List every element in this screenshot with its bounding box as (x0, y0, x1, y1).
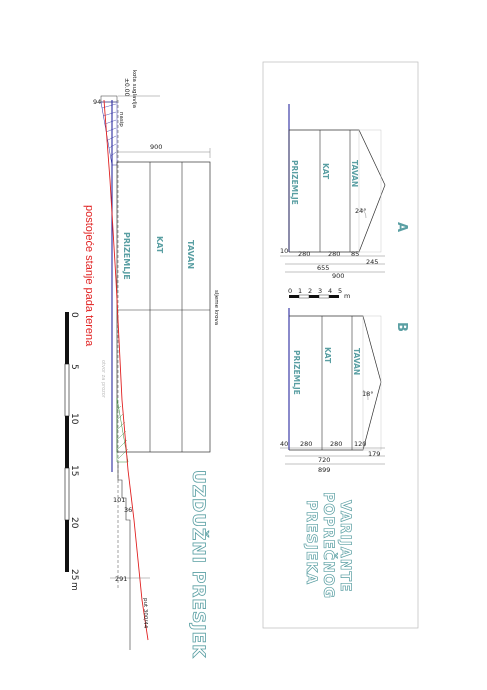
variant-a-dim-245: 245 (366, 258, 378, 266)
scale-tick-5: 5 (69, 364, 79, 370)
scale-seg-2 (64, 363, 70, 417)
variant-a-dim-280a: 280 (298, 250, 310, 258)
variant-b-kat: KAT (323, 347, 332, 364)
scale-seg-4 (64, 467, 70, 521)
variant-a-attic-box (358, 129, 382, 253)
small-scale-5: 5 (338, 287, 342, 295)
variant-b-dim-720: 720 (318, 456, 330, 464)
ground-steps (117, 462, 131, 578)
terrain-annotation: postojeće stanje pada terena (83, 205, 95, 347)
variant-b-dim-179: 179 (368, 450, 380, 458)
scale-unit: m (69, 582, 79, 591)
faint-label: otvor za prozor (100, 360, 106, 399)
variant-a-outline (289, 129, 386, 253)
variant-a-angle: 24° (355, 207, 367, 215)
dim-101: 101 (113, 496, 125, 504)
small-scale-3: 3 (318, 287, 322, 295)
scale-seg-1 (65, 312, 69, 364)
variant-a-dim-10: 10 (280, 247, 288, 255)
variant-b: 18° PRIZEMLJE KAT TAVAN 40 280 280 120 7… (280, 308, 409, 474)
variant-b-prizemlje: PRIZEMLJE (292, 350, 301, 395)
variants-title-3: PRESJEKA (303, 500, 319, 585)
scale-tick-0: 0 (69, 312, 79, 318)
terrain-line-red (103, 99, 149, 641)
scale-seg-5 (65, 520, 69, 572)
scale-bar: 0 5 10 15 20 25 m (64, 312, 79, 591)
dim-94: 94 (93, 98, 101, 106)
variant-b-dim-280a: 280 (300, 440, 312, 448)
variants-title-2: POPREČNOG (320, 492, 338, 599)
datum-label: ±0.00 (123, 78, 130, 97)
long-section: ±0.00 kota suglavlja 94 nasip 900 (83, 70, 219, 659)
roof-label: sljeme krova (213, 290, 219, 325)
variant-b-attic-box (362, 315, 382, 451)
scale-tick-25: 25 (69, 569, 79, 580)
variant-a-dim-280b: 280 (328, 250, 340, 258)
dim-36: 36 (124, 506, 132, 514)
variant-a-prizemlje: PRIZEMLJE (290, 160, 299, 205)
variant-b-dim-120: 120 (354, 440, 366, 448)
road-label: put 300/44 (142, 598, 148, 629)
scale-tick-10: 10 (69, 413, 79, 425)
variant-a-dim-655: 655 (317, 264, 329, 272)
variant-a-tavan: TAVAN (350, 160, 359, 187)
variant-a-dim-900: 900 (332, 272, 344, 280)
scale-tick-20: 20 (69, 517, 79, 529)
scale-tick-15: 15 (69, 465, 79, 476)
variant-b-label: B (394, 322, 409, 332)
small-scale-0: 0 (288, 287, 292, 295)
small-scale-4: 4 (328, 287, 332, 295)
variants-panel: 24° PRIZEMLJE KAT TAVAN 10 280 280 85 65… (262, 61, 419, 629)
small-scale-unit: m (344, 292, 350, 300)
variant-b-tavan: TAVAN (352, 348, 361, 375)
fill-label: nasip (118, 112, 124, 127)
fill-hatch-blue (100, 101, 118, 166)
small-scale-bar: 0 1 2 3 4 5 m (288, 287, 350, 300)
variant-b-angle: 18° (362, 390, 374, 398)
small-scale-1: 1 (298, 287, 302, 295)
scale-seg-3 (65, 416, 69, 468)
building-outline (116, 161, 211, 453)
long-section-title: UZDUŽNI PRESJEK (188, 470, 210, 658)
label-tavan: TAVAN (186, 240, 195, 269)
label-prizemlje: PRIZEMLJE (122, 232, 131, 280)
variants-title-1: VARIJANTE (337, 500, 353, 593)
small-scale-2: 2 (308, 287, 312, 295)
label-kat: KAT (155, 236, 164, 254)
variant-a-label: A (394, 222, 409, 232)
variant-a-dim-85: 85 (351, 250, 359, 258)
variant-b-dim-280b: 280 (330, 440, 342, 448)
variant-b-dim-899: 899 (318, 466, 330, 474)
datum-note: kota suglavlja (131, 70, 137, 108)
dim-900: 900 (150, 143, 162, 151)
variant-a-kat: KAT (321, 163, 330, 180)
variant-b-dim-40: 40 (280, 440, 288, 448)
dim-291: 291 (115, 575, 127, 583)
wall-top (100, 95, 118, 103)
variant-a: 24° PRIZEMLJE KAT TAVAN 10 280 280 85 65… (280, 104, 409, 280)
